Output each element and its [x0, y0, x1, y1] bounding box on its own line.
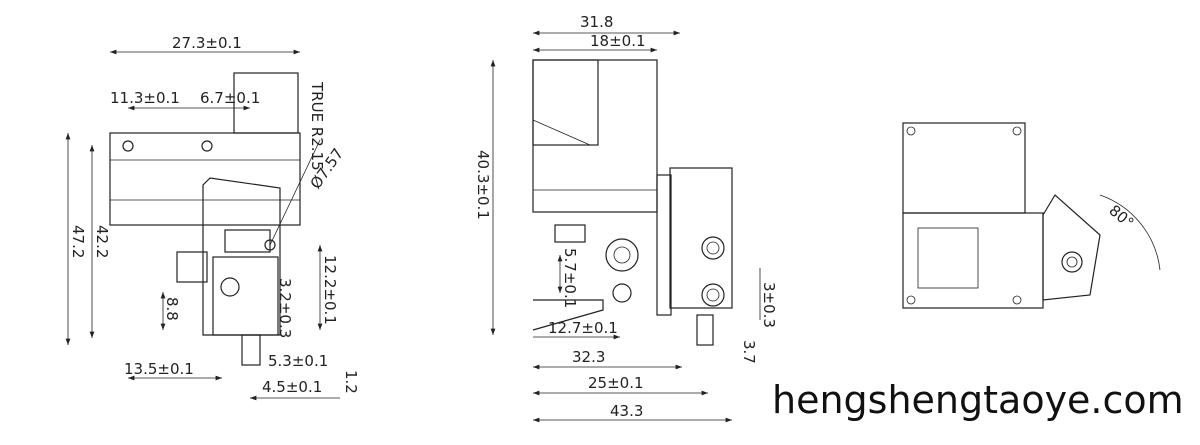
dim-3.2: 3.2±0.3 — [276, 278, 294, 338]
angle-label: 80° — [1105, 201, 1137, 232]
left-view: 27.3±0.1 11.3±0.1 6.7±0.1 TRUE R2.15 Ø7.… — [65, 34, 360, 401]
dim-25: 25±0.1 — [588, 374, 644, 392]
dim-43.3: 43.3 — [610, 402, 643, 420]
dim-4.5: 4.5±0.1 — [262, 378, 322, 396]
dim-8.8: 8.8 — [163, 297, 181, 321]
dim-3.7: 3.7 — [740, 340, 758, 364]
dim-3: 3±0.3 — [760, 282, 778, 328]
dim-1.2: 1.2 — [342, 370, 360, 394]
right-view: 80° — [902, 122, 1161, 309]
dim-5.7: 5.7±0.1 — [561, 248, 579, 308]
dim-40.3: 40.3±0.1 — [474, 150, 492, 220]
dim-13.5: 13.5±0.1 — [124, 360, 194, 378]
dim-31.8: 31.8 — [580, 13, 613, 31]
dim-r2.15: TRUE R2.15 — [308, 81, 326, 171]
dim-6.7: 6.7±0.1 — [200, 89, 260, 107]
dim-42.2: 42.2 — [93, 225, 111, 258]
dim-27.3: 27.3±0.1 — [172, 34, 242, 52]
dim-12.2: 12.2±0.1 — [321, 255, 339, 325]
middle-view: 31.8 18±0.1 40.3±0.1 5.7±0.1 3±0.3 12.7±… — [474, 13, 778, 423]
dim-11.3: 11.3±0.1 — [110, 89, 180, 107]
dim-32.3: 32.3 — [572, 348, 605, 366]
dim-12.7: 12.7±0.1 — [548, 319, 618, 337]
watermark: hengshengtaoye.com — [772, 378, 1184, 422]
dim-47.2: 47.2 — [69, 225, 87, 258]
dim-5.3: 5.3±0.1 — [268, 352, 328, 370]
dim-18: 18±0.1 — [590, 32, 646, 50]
